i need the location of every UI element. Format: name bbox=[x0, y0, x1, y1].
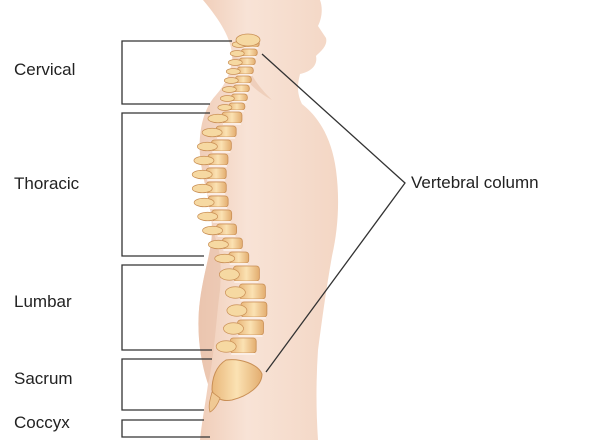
intervertebral-disc bbox=[240, 299, 264, 301]
vertebral-process bbox=[194, 198, 214, 206]
sacrum-label: Sacrum bbox=[14, 370, 73, 387]
vertebral-process bbox=[222, 87, 236, 93]
vertebral-process bbox=[215, 254, 235, 262]
intervertebral-disc bbox=[234, 281, 258, 283]
vertebral-process bbox=[202, 128, 222, 136]
intervertebral-disc bbox=[238, 335, 262, 337]
vertebral-process bbox=[223, 323, 243, 335]
vertebral-process bbox=[192, 184, 212, 192]
vertebral-process bbox=[194, 156, 214, 164]
vertebral-process bbox=[197, 142, 217, 150]
vertebral-process bbox=[227, 305, 247, 317]
lumbar-bracket bbox=[122, 265, 212, 350]
coccyx-label: Coccyx bbox=[14, 414, 70, 431]
atlas-vertebra bbox=[236, 34, 260, 46]
vertebral-process bbox=[208, 114, 228, 122]
vertebral-process bbox=[216, 341, 236, 353]
vertebral-process bbox=[226, 69, 240, 75]
intervertebral-disc bbox=[213, 221, 231, 223]
intervertebral-disc bbox=[209, 207, 227, 209]
vertebral-process bbox=[192, 170, 212, 178]
vertebral-process bbox=[220, 96, 234, 102]
intervertebral-disc bbox=[207, 193, 225, 195]
vertebral-process bbox=[224, 78, 238, 84]
intervertebral-disc bbox=[223, 123, 241, 125]
intervertebral-disc bbox=[230, 263, 248, 265]
coccyx-bracket bbox=[122, 420, 210, 437]
cervical-bracket bbox=[122, 41, 232, 104]
intervertebral-disc bbox=[212, 151, 230, 153]
vertebral-process bbox=[230, 51, 244, 57]
intervertebral-disc bbox=[207, 179, 225, 181]
vertebral-process bbox=[228, 60, 242, 66]
sacrum-bracket bbox=[122, 359, 212, 410]
intervertebral-disc bbox=[217, 137, 235, 139]
vertebral-process bbox=[198, 212, 218, 220]
vertebral-process bbox=[218, 105, 232, 111]
vertebral-process bbox=[203, 226, 223, 234]
intervertebral-disc bbox=[242, 317, 266, 319]
vertebral-process bbox=[219, 269, 239, 281]
cervical-label: Cervical bbox=[14, 61, 75, 78]
thoracic-label: Thoracic bbox=[14, 175, 79, 192]
thoracic-bracket bbox=[122, 113, 210, 256]
intervertebral-disc bbox=[218, 235, 236, 237]
intervertebral-disc bbox=[231, 353, 255, 355]
intervertebral-disc bbox=[223, 249, 241, 251]
lumbar-label: Lumbar bbox=[14, 293, 72, 310]
vertebral-process bbox=[225, 287, 245, 299]
vertebral-column-label: Vertebral column bbox=[411, 174, 539, 191]
vertebral-process bbox=[208, 240, 228, 248]
intervertebral-disc bbox=[209, 165, 227, 167]
